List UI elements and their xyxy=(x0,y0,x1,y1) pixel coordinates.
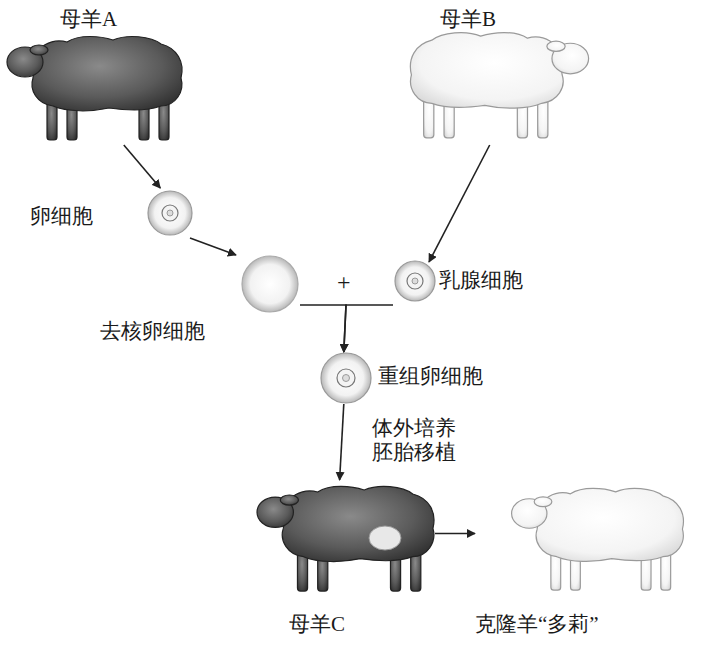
cell-node: 乳腺细胞 xyxy=(393,262,573,307)
node-label: 母羊C xyxy=(289,612,345,637)
egg-cell xyxy=(148,191,192,235)
arrow xyxy=(435,533,475,535)
node-label: 克隆羊“多莉” xyxy=(475,612,599,637)
node-label: 卵细胞 xyxy=(30,204,93,229)
mammary-cell xyxy=(395,261,435,301)
node-label: 重组卵细胞 xyxy=(378,364,483,389)
sheep-a xyxy=(7,37,182,141)
sheep-dolly xyxy=(512,488,684,590)
sheep-node: 母羊A xyxy=(5,5,185,145)
node-label: 去核卵细胞 xyxy=(100,319,205,344)
sheep-node: 母羊B xyxy=(400,5,595,145)
node-label: 母羊A xyxy=(60,7,117,32)
arrow xyxy=(124,145,161,188)
sheep-node: 克隆羊“多莉” xyxy=(475,480,705,642)
reconstructed-egg xyxy=(321,353,371,403)
cell-node: 去核卵细胞 xyxy=(100,255,300,347)
arrow xyxy=(340,404,344,480)
enucleated-egg xyxy=(242,256,298,312)
cell-node: 卵细胞 xyxy=(30,188,195,238)
node-label: 乳腺细胞 xyxy=(439,268,523,293)
arrow xyxy=(344,305,393,352)
cell-node: 重组卵细胞 xyxy=(318,352,533,404)
embryo-patch xyxy=(369,526,401,550)
arrow xyxy=(300,305,346,352)
node-label: 母羊B xyxy=(440,7,496,32)
sheep-c xyxy=(257,486,434,591)
sheep-b xyxy=(410,33,588,138)
sheep-node: 母羊C xyxy=(255,480,435,642)
arrow xyxy=(429,145,490,262)
arrow xyxy=(190,238,236,255)
plus-sign: + xyxy=(337,268,351,297)
edge-label: 体外培养 胚胎移植 xyxy=(372,416,462,464)
